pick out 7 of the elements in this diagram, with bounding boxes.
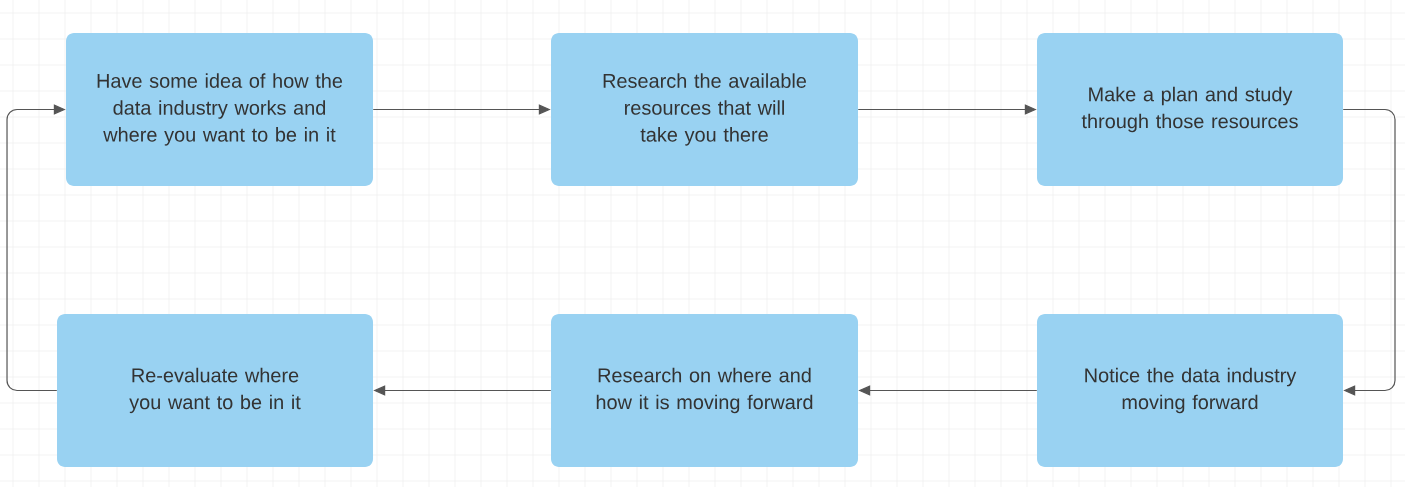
arrow [1342, 108, 1396, 396]
process-box: Make a plan and study through those resources [1037, 33, 1343, 186]
process-box: Research the available resources that will take you there [551, 33, 858, 186]
process-box: Notice the data industry moving forward [1037, 314, 1343, 467]
process-box: Research on where and how it is moving forward [551, 314, 858, 467]
process-box: Re-evaluate where you want to be in it [57, 314, 373, 467]
process-box: Have some idea of how the data industry works and where you want to be in it [66, 33, 373, 186]
